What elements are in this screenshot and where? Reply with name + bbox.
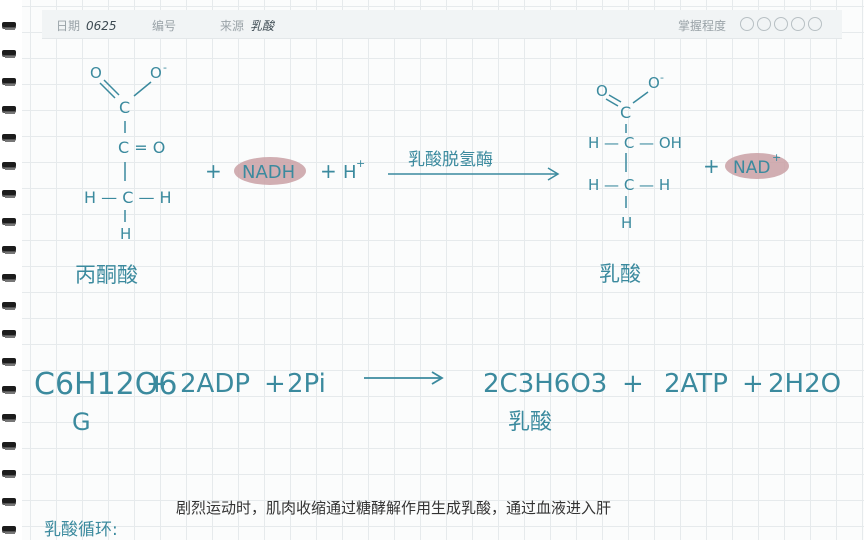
adp-term: 2ADP xyxy=(180,369,250,399)
lactate-c2: H — C — OH xyxy=(588,134,682,152)
glucose-formula: C6H12O6 xyxy=(34,367,177,402)
overall-equation: C6H12O6 + 2ADP + 2Pi 2C3H6O3 + 2ATP + 2H… xyxy=(34,367,841,436)
lactate-c3: H — C — H xyxy=(588,176,670,194)
mastery-circle[interactable] xyxy=(791,17,805,31)
enzyme-label: 乳酸脱氢酶 xyxy=(408,150,493,170)
lactate-h-bottom: H xyxy=(621,214,632,232)
lactate-c1: C xyxy=(620,103,631,122)
binding-ring xyxy=(2,274,16,282)
glucose-label: G xyxy=(72,408,91,436)
plus-sign: + xyxy=(264,369,286,399)
double-bond-line xyxy=(608,94,622,103)
date-field[interactable]: 日期 0625 xyxy=(56,17,117,34)
binding-ring xyxy=(2,78,16,86)
date-value: 0625 xyxy=(86,19,117,33)
note-sentence: 剧烈运动时，肌肉收缩通过糖酵解作用生成乳酸，通过血液进入肝 xyxy=(176,499,611,517)
note-header: 日期 0625 编号 来源乳酸 掌握程度 xyxy=(42,10,842,39)
plus-sign: + xyxy=(742,369,764,399)
lactate-name: 乳酸 xyxy=(599,262,641,286)
plus-sign: + xyxy=(146,369,168,399)
binding-ring xyxy=(2,358,16,366)
h-ion: H xyxy=(343,162,357,183)
binding-ring xyxy=(2,162,16,170)
binding-ring xyxy=(2,386,16,394)
binding-ring xyxy=(2,218,16,226)
pyruvate-c3: H — C — H xyxy=(84,188,172,207)
lactate-o-right: O xyxy=(648,74,660,92)
plus-sign: + xyxy=(622,369,644,399)
pyruvate-c2: C = O xyxy=(118,138,165,157)
pyruvate-c1: C xyxy=(119,98,130,117)
source-field[interactable]: 来源乳酸 xyxy=(220,17,274,34)
lactate-structure: O O - C H — C — OH H — C — H H 乳酸 xyxy=(588,71,682,286)
pyruvate-o-left: O xyxy=(90,64,102,82)
double-bond-line xyxy=(103,79,120,96)
cycle-label: 乳酸循环: xyxy=(44,520,118,540)
pyruvate-structure: O O - C C = O H — C — H H 丙酮酸 xyxy=(75,61,172,287)
nad-charge: + xyxy=(772,151,781,164)
binding-ring xyxy=(2,134,16,142)
binding-ring xyxy=(2,106,16,114)
lactate-o-left: O xyxy=(596,82,608,100)
mastery-circle[interactable] xyxy=(808,17,822,31)
source-value: 乳酸 xyxy=(250,19,275,33)
plus-sign: + xyxy=(205,159,222,183)
binding-ring xyxy=(2,498,16,506)
pyruvate-h-bottom: H xyxy=(120,225,131,243)
nadh-highlight xyxy=(234,157,306,185)
double-bond-line xyxy=(605,98,619,107)
equation-arrow-head xyxy=(431,371,444,385)
nad-highlight xyxy=(725,153,789,179)
pyruvate-minus: - xyxy=(163,61,167,74)
binding-ring xyxy=(2,302,16,310)
number-label[interactable]: 编号 xyxy=(152,19,177,33)
double-bond-line xyxy=(99,82,116,99)
bond-line xyxy=(632,91,649,104)
mastery-label: 掌握程度 xyxy=(678,19,727,33)
notebook-binding xyxy=(0,0,22,540)
lactate-minus: - xyxy=(660,71,664,84)
reaction-arrow-head xyxy=(547,167,560,181)
binding-ring xyxy=(2,414,16,422)
binding-ring xyxy=(2,526,16,534)
mastery-circle[interactable] xyxy=(774,17,788,31)
binding-ring xyxy=(2,330,16,338)
binding-ring xyxy=(2,470,16,478)
product-label: 乳酸 xyxy=(508,410,552,435)
binding-ring xyxy=(2,22,16,30)
date-label: 日期 xyxy=(56,19,81,33)
source-label: 来源 xyxy=(220,19,245,33)
pyruvate-name: 丙酮酸 xyxy=(75,263,138,287)
bond-line xyxy=(133,81,152,97)
plus-sign: + xyxy=(320,159,337,183)
nadh-label: NADH xyxy=(242,162,295,183)
nad-label: NAD xyxy=(733,158,770,178)
binding-ring xyxy=(2,442,16,450)
binding-ring xyxy=(2,246,16,254)
lactic-acid-formula: 2C3H6O3 xyxy=(483,369,607,399)
binding-ring xyxy=(2,190,16,198)
atp-term: 2ATP xyxy=(664,369,728,399)
plus-sign: + xyxy=(703,154,720,178)
binding-ring xyxy=(2,50,16,58)
mastery-rating[interactable] xyxy=(740,17,822,31)
water-term: 2H2O xyxy=(768,369,841,399)
pyruvate-o-right: O xyxy=(150,64,162,82)
h-ion-charge: + xyxy=(356,157,365,170)
mastery-circle[interactable] xyxy=(757,17,771,31)
pi-term: 2Pi xyxy=(287,369,326,399)
mastery-circle[interactable] xyxy=(740,17,754,31)
